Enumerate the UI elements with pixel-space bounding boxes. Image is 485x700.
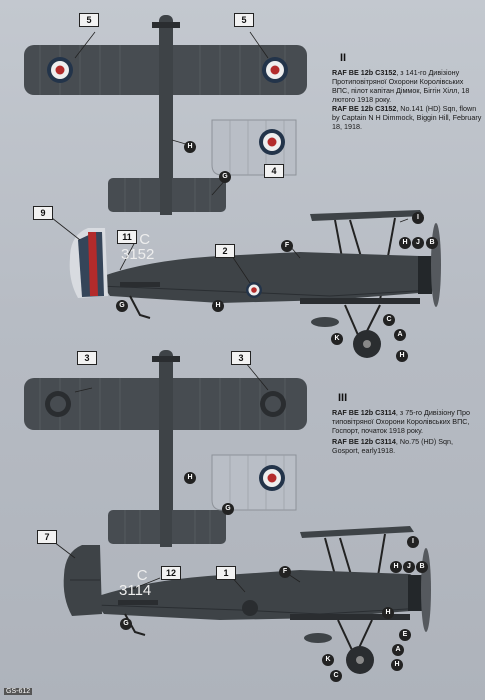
bottom-callout-1: 3 (231, 351, 251, 365)
description-text: , No.141 (HD) Sqn, flown by Captain N H … (332, 104, 482, 131)
top-callout-6: 11 (117, 230, 137, 244)
bottom-callout-3: G (225, 505, 231, 512)
top-callout-5: 9 (33, 206, 53, 220)
top-callout-7: 2 (215, 244, 235, 258)
bottom-callout-13: G (123, 620, 129, 627)
top-callout-12: B (429, 239, 435, 246)
top-callout-2: H (187, 143, 193, 150)
bottom-callout-9: H (393, 563, 399, 570)
sheet-code: GS-612 (4, 688, 33, 695)
description-en-1: RAF BE 12b C3152, No.141 (HD) Sqn, flown… (332, 104, 482, 131)
top-view-1 (24, 15, 307, 215)
serial-number: 3114 (119, 582, 152, 599)
bottom-callout-12: K (325, 656, 331, 663)
top-callout-10: H (402, 239, 408, 246)
bottom-callout-14: H (385, 609, 391, 616)
aircraft-name: RAF BE 12b C3114 (332, 437, 396, 446)
section-roman-iii: III (338, 392, 348, 404)
aircraft-name: RAF BE 12b C3152 (332, 104, 397, 113)
bottom-callout-2: H (187, 474, 193, 481)
aircraft-name: RAF BE 12b C3114 (332, 408, 396, 417)
bottom-callout-10: J (407, 563, 411, 570)
bottom-callout-15: C (333, 672, 339, 679)
top-callout-3: 4 (264, 164, 284, 178)
description-text: , з 141-го Дивізіону Протиповітряної Охо… (332, 68, 470, 104)
top-callout-8: F (284, 242, 290, 249)
aircraft-name: RAF BE 12b C3152 (332, 68, 397, 77)
bottom-callout-11: B (419, 563, 425, 570)
bottom-callout-7: F (282, 568, 288, 575)
top-callout-1: 5 (234, 13, 254, 27)
side-view-2 (63, 526, 431, 674)
description-ua-1: RAF BE 12b C3152, з 141-го Дивізіону Про… (332, 68, 482, 104)
description-text: , з 75-го Дивізіону Про типовітряної Охо… (332, 408, 470, 435)
description-text: , No.75 (HD) Sqn, Gosport, early1918. (332, 437, 454, 455)
top-callout-14: H (215, 302, 221, 309)
top-callout-18: C (386, 316, 392, 323)
underside-wing-2 (211, 454, 297, 511)
section-roman-ii: II (340, 52, 347, 64)
description-ua-2: RAF BE 12b C3114, з 75-го Дивізіону Про … (332, 408, 482, 435)
top-callout-0: 5 (79, 13, 99, 27)
bottom-callout-8: I (412, 538, 414, 545)
description-en-2: RAF BE 12b C3114, No.75 (HD) Sqn, Gospor… (332, 437, 482, 455)
bottom-callout-17: A (395, 646, 401, 653)
top-callout-11: J (416, 239, 420, 246)
top-callout-16: A (397, 331, 403, 338)
bottom-callout-0: 3 (77, 351, 97, 365)
bottom-callout-18: H (394, 661, 400, 668)
top-callout-17: H (399, 352, 405, 359)
serial-1: C 3152 (121, 231, 154, 262)
serial-letter: C (136, 567, 148, 584)
serial-letter: C (139, 231, 151, 248)
top-callout-4: G (222, 173, 228, 180)
bottom-callout-16: E (402, 631, 408, 638)
bottom-callout-4: 7 (37, 530, 57, 544)
bottom-callout-5: 12 (161, 566, 181, 580)
callout-markers (116, 141, 438, 682)
top-callout-9: I (417, 214, 419, 221)
top-callout-13: G (119, 302, 125, 309)
top-view-2 (24, 350, 307, 547)
top-callout-15: K (334, 335, 340, 342)
bottom-callout-6: 1 (216, 566, 236, 580)
serial-number: 3152 (121, 246, 155, 263)
side-view-1 (69, 210, 441, 358)
serial-2: C 3114 (119, 567, 151, 598)
